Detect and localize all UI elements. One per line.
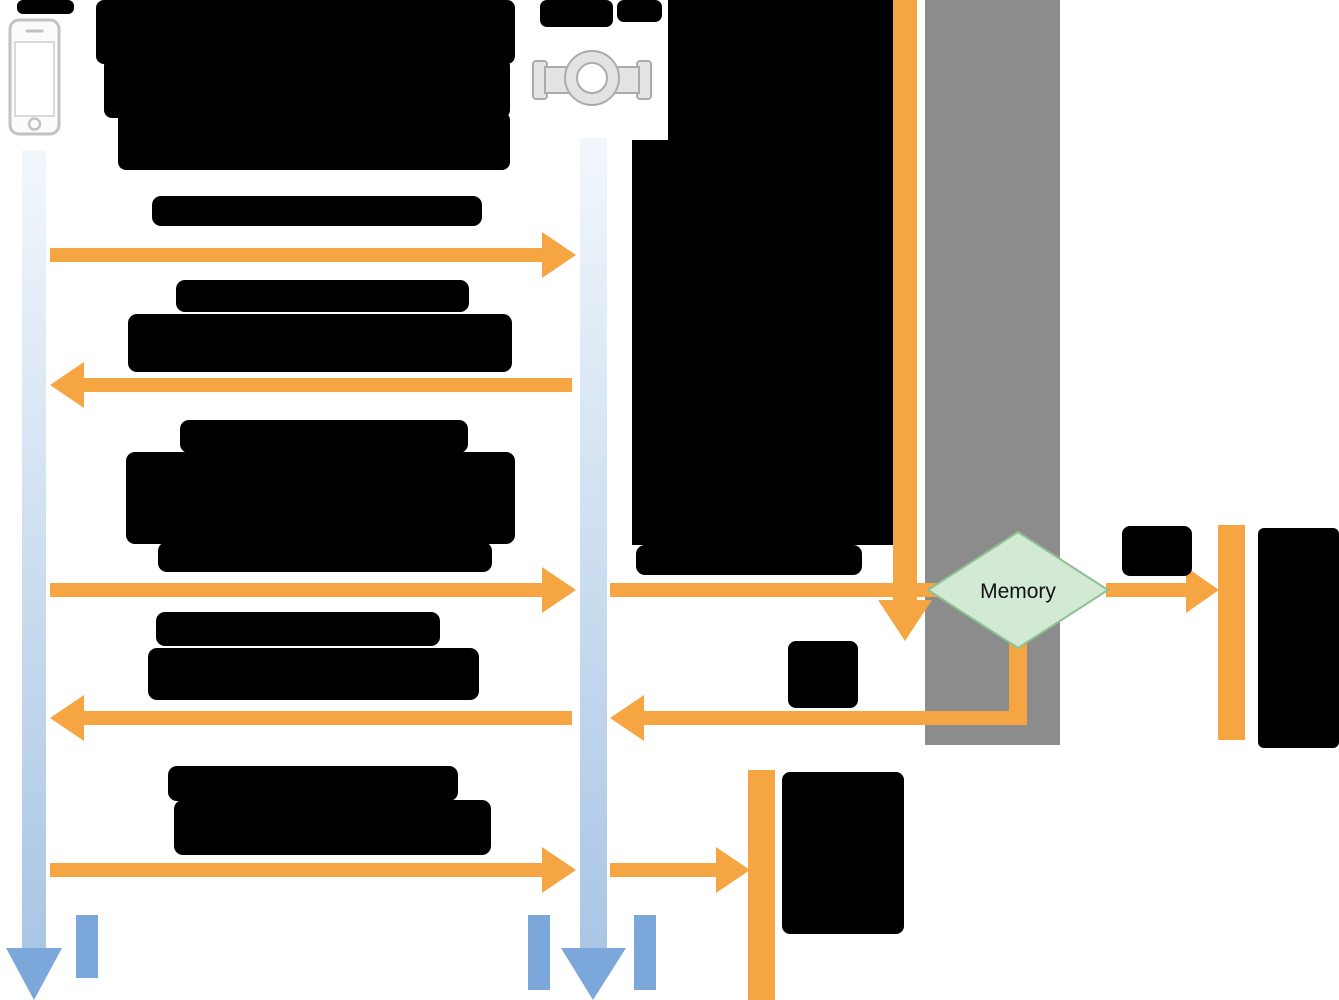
message-arrow-4-shaft-left: [84, 711, 572, 725]
message-arrow-3-shaft-right: [610, 583, 940, 597]
redacted-message-4-label: [148, 612, 479, 700]
redacted-valve-label: [540, 0, 662, 27]
smartphone-icon: [8, 18, 61, 136]
message-arrow-5-shaft-left: [50, 863, 542, 877]
smartphone-home-button: [27, 117, 42, 131]
valve-icon: [532, 50, 652, 106]
smartphone-lifeline: [22, 150, 46, 950]
smartphone-lifeline-terminator: [6, 915, 98, 1000]
down-arrowhead-icon: [878, 600, 932, 641]
valve-wheel-inner: [576, 62, 608, 94]
terminator-leg: [528, 915, 550, 990]
right-arrowhead-icon: [542, 232, 576, 278]
top-flow-bar: [893, 0, 917, 602]
right-arrowhead-icon: [542, 567, 576, 613]
redacted-text-blocks: [17, 0, 1339, 934]
terminator-leg: [634, 915, 656, 990]
message-arrow-5-shaft-right: [610, 863, 718, 877]
message-arrow-1-shaft: [50, 248, 542, 262]
right-flow-bar: [1218, 525, 1245, 740]
decision-right-branch-shaft: [1106, 583, 1188, 597]
down-arrow-icon: [6, 948, 62, 1000]
decision-down-connector: [1009, 642, 1027, 716]
bottom-flow-bar: [748, 770, 775, 1000]
decision-diamond: [926, 530, 1110, 650]
orange-flow-arrows: [50, 0, 1245, 1000]
redacted-right-text-block: [632, 0, 893, 575]
redacted-right-edge-text-block: [1258, 528, 1339, 748]
redacted-smartphone-label: [17, 0, 74, 14]
message-arrow-2-shaft: [84, 378, 572, 392]
right-arrowhead-icon: [716, 847, 750, 893]
redacted-branch-right-label: [1122, 526, 1192, 576]
redacted-message-2-label: [128, 280, 512, 372]
redacted-message-5-label: [168, 766, 491, 855]
message-arrow-3-shaft-left: [50, 583, 542, 597]
right-arrowhead-icon: [1186, 567, 1219, 613]
left-arrowhead-icon: [50, 695, 84, 741]
right-arrowhead-icon: [542, 847, 576, 893]
left-arrowhead-icon: [50, 362, 84, 408]
down-arrow-icon: [561, 948, 626, 1000]
redacted-top-left-text-block: [96, 0, 515, 226]
redacted-branch-down-label: [788, 641, 858, 708]
redacted-bottom-right-text-block: [782, 772, 904, 934]
terminator-leg: [76, 915, 98, 978]
message-arrow-4-shaft-right: [642, 711, 1027, 725]
valve-lifeline-terminator: [528, 915, 656, 1000]
decision-label: Memory: [980, 580, 1056, 603]
left-arrowhead-icon: [610, 695, 644, 741]
redacted-message-3-label: [126, 420, 515, 572]
valve-lifeline: [580, 138, 607, 950]
smartphone-screen: [14, 41, 55, 117]
